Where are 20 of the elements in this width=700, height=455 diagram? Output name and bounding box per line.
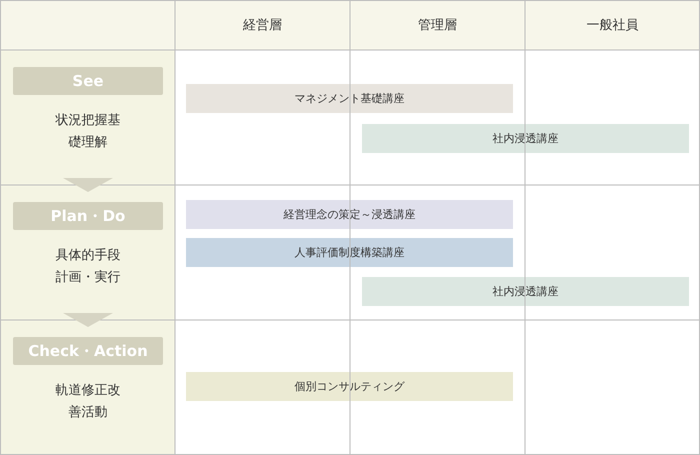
- column-header: 一般社員: [586, 17, 640, 35]
- phase-cell: [0, 50, 175, 185]
- column-header: 管理層: [417, 17, 458, 35]
- phase-label: Plan・Do: [13, 202, 163, 230]
- down-arrow: [63, 313, 113, 327]
- column-header: 経営層: [242, 17, 283, 35]
- phase-description: 軌道修正改善活動: [55, 382, 121, 422]
- down-arrow: [63, 178, 113, 192]
- course-bar: 人事評価制度構築講座: [186, 238, 513, 267]
- phase-label: Check・Action: [13, 337, 163, 365]
- course-bar: マネジメント基礎講座: [186, 84, 513, 113]
- course-bar: 個別コンサルティング: [186, 372, 513, 401]
- phase-description: 具体的手段計画・実行: [55, 247, 121, 287]
- course-bar: 経営理念の策定～浸透講座: [186, 200, 513, 229]
- phase-cell: [0, 320, 175, 455]
- phase-cell: [0, 185, 175, 320]
- course-bar: 社内浸透講座: [362, 277, 689, 306]
- phase-label: See: [13, 67, 163, 95]
- course-bar: 社内浸透講座: [362, 124, 689, 153]
- phase-description: 状況把握基礎理解: [55, 112, 121, 152]
